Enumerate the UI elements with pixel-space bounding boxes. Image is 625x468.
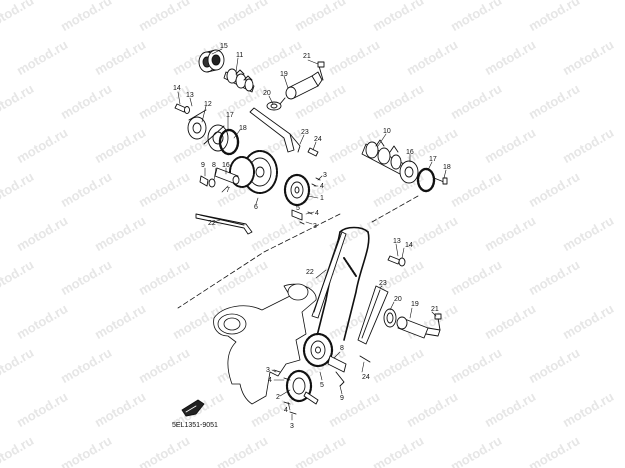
callout-6: 6 — [254, 204, 258, 211]
cam-gear-17 — [218, 128, 240, 156]
cam-chain-sprocket — [343, 257, 357, 277]
callout-3-lower-b: 3 — [290, 423, 294, 430]
callout-3-b: 3 — [313, 223, 317, 230]
tensioner-blade-23-lower — [357, 285, 389, 345]
bolt-14-lower — [387, 255, 406, 267]
callout-21: 21 — [303, 53, 311, 60]
callout-2: 2 — [276, 394, 280, 401]
bolt-14 — [174, 103, 190, 114]
diagram-code: 5EL1351-9051 — [172, 422, 218, 429]
callout-17-rear: 17 — [429, 156, 437, 163]
gasket-20-lower — [383, 308, 397, 328]
callout-5: 5 — [296, 205, 300, 212]
callout-numbers: 15 11 21 19 20 14 13 12 17 18 23 24 10 1… — [172, 43, 451, 430]
callout-4-lower: 4 — [268, 377, 272, 384]
callout-8: 8 — [212, 162, 216, 169]
callout-16: 16 — [406, 149, 414, 156]
callout-16-front: 16 — [222, 162, 230, 169]
callout-17: 17 — [226, 112, 234, 119]
crank-sprocket — [302, 332, 334, 368]
cam-sprocket-12 — [187, 109, 229, 152]
callout-10: 10 — [383, 128, 391, 135]
drive-gear-1 — [283, 173, 311, 207]
chain-guide-22 — [195, 213, 253, 235]
gasket-20 — [266, 101, 282, 111]
tensioner-19 — [279, 71, 323, 105]
callout-19-lower: 19 — [411, 301, 419, 308]
camshaft-10 — [361, 139, 405, 175]
tensioner-blade-23 — [249, 107, 301, 153]
bolt-9 — [199, 175, 209, 187]
cam-sprocket-16-rear — [399, 160, 419, 184]
callout-14-lower: 14 — [405, 242, 413, 249]
bolt-18-rear — [433, 177, 448, 185]
leader-lines — [177, 48, 447, 421]
pins-3-4-lower — [273, 369, 297, 415]
callout-15: 15 — [220, 43, 228, 50]
engine-separator-dash — [177, 195, 419, 309]
callout-23: 23 — [301, 129, 309, 136]
callout-21-lower: 21 — [431, 306, 439, 313]
callout-9: 9 — [201, 162, 205, 169]
drive-gear-2 — [285, 369, 319, 405]
washer-8 — [208, 178, 216, 188]
callout-4-lower-b: 4 — [284, 407, 288, 414]
callout-12: 12 — [204, 101, 212, 108]
chain-guide-22-lower — [311, 231, 347, 319]
idler-gear-6 — [229, 150, 278, 194]
bracket-lower — [327, 355, 347, 387]
bolt-21 — [317, 61, 325, 81]
bolt-24-lower — [359, 355, 371, 363]
callout-13-lower: 13 — [393, 238, 401, 245]
bearing-15 — [198, 49, 225, 73]
callout-14: 14 — [173, 85, 181, 92]
callout-4: 4 — [320, 183, 324, 190]
callout-3: 3 — [323, 172, 327, 179]
callout-9-lower: 9 — [340, 395, 344, 402]
callout-7: 7 — [226, 187, 230, 194]
callout-20: 20 — [263, 90, 271, 97]
pins-3-4 — [299, 177, 321, 225]
callout-13: 13 — [186, 92, 194, 99]
callout-5-lower: 5 — [320, 382, 324, 389]
bolt-24 — [307, 147, 319, 157]
callout-4-b: 4 — [315, 210, 319, 217]
callout-23-lower: 23 — [379, 280, 387, 287]
bolt-21-lower — [434, 313, 442, 331]
spacer-5 — [291, 209, 303, 221]
callout-22: 22 — [208, 220, 216, 227]
camshaft-11 — [223, 68, 255, 93]
engine-crankcase — [213, 283, 317, 405]
callout-3-lower: 3 — [266, 367, 270, 374]
callout-24: 24 — [314, 136, 322, 143]
front-direction-arrow-icon — [181, 399, 205, 417]
callout-24-lower: 24 — [362, 374, 370, 381]
cam-gear-17-rear — [416, 167, 436, 193]
callout-22-lower: 22 — [306, 269, 314, 276]
callout-18: 18 — [239, 125, 247, 132]
callout-19: 19 — [280, 71, 288, 78]
callout-20-lower: 20 — [394, 296, 402, 303]
callout-11: 11 — [236, 52, 243, 59]
callout-1: 1 — [320, 195, 324, 202]
tensioner-19-lower — [396, 316, 441, 339]
callout-8-lower: 8 — [340, 345, 344, 352]
callout-18-rear: 18 — [443, 164, 451, 171]
shaft-7 — [214, 167, 240, 185]
